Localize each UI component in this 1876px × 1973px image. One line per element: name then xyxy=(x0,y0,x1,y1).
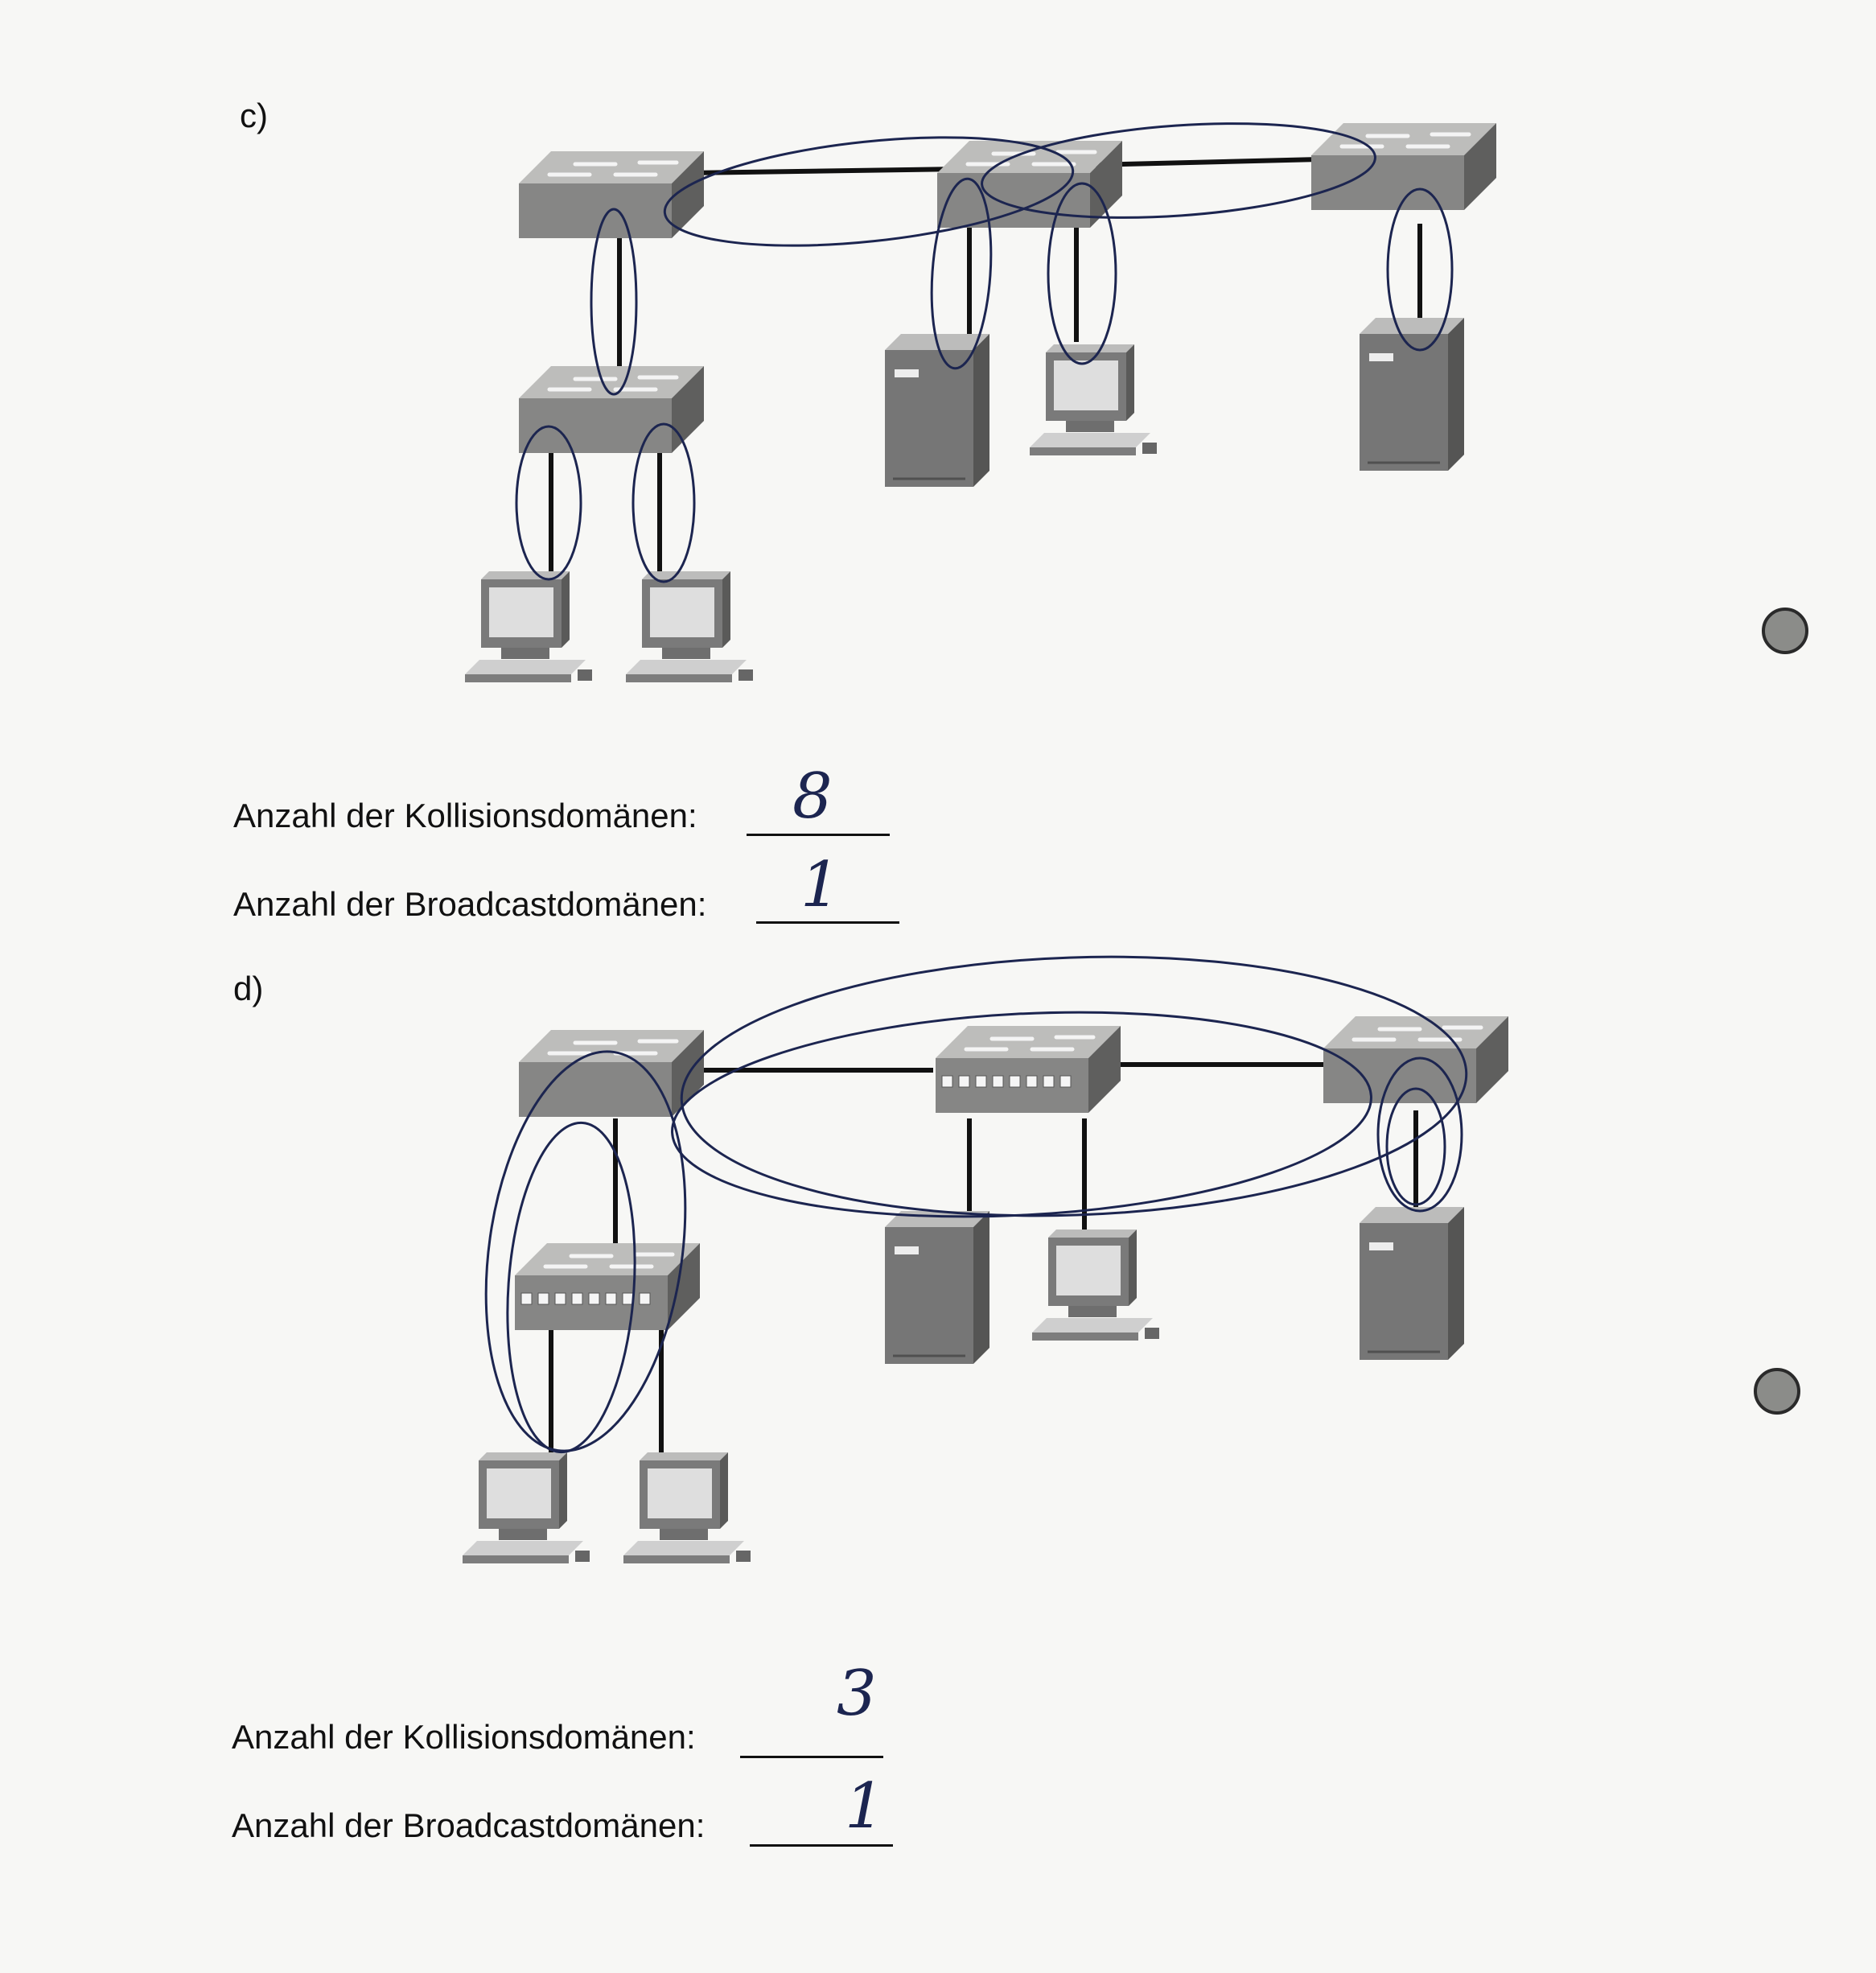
broadcast-answer-line-c xyxy=(756,921,899,924)
punch-hole-icon xyxy=(1762,608,1808,654)
workstation-icon xyxy=(463,1452,590,1563)
links-d xyxy=(549,1062,1418,1456)
hub-icon xyxy=(936,1026,1121,1113)
kollision-answer-c: 8 xyxy=(792,760,833,833)
kollision-answer-line-c xyxy=(747,834,890,836)
server-icon xyxy=(1358,1205,1466,1361)
section-label-c: c) xyxy=(240,97,268,134)
server-icon xyxy=(883,1209,991,1365)
workstation-icon xyxy=(1032,1230,1159,1341)
broadcast-answer-line-d xyxy=(750,1844,893,1847)
broadcast-label-d: Anzahl der Broadcastdomänen: xyxy=(232,1806,706,1844)
pen-circles-d xyxy=(484,955,1468,1454)
switch-icon xyxy=(519,366,704,453)
server-icon xyxy=(883,332,991,488)
workstation-icon xyxy=(465,571,592,682)
kollision-answer-d: 3 xyxy=(837,1658,877,1730)
diagram-d xyxy=(463,955,1508,1563)
workstation-icon xyxy=(1030,344,1157,455)
broadcast-label-c: Anzahl der Broadcastdomänen: xyxy=(233,885,707,923)
switch-icon xyxy=(1311,123,1496,210)
server-icon xyxy=(1358,316,1466,472)
kollision-label-c: Anzahl der Kollisionsdomänen: xyxy=(233,797,697,834)
switch-icon xyxy=(937,141,1122,228)
hub-icon xyxy=(515,1243,700,1330)
kollision-label-d: Anzahl der Kollisionsdomänen: xyxy=(232,1718,696,1756)
punch-hole-icon xyxy=(1754,1368,1800,1415)
workstation-icon xyxy=(623,1452,751,1563)
broadcast-answer-d: 1 xyxy=(845,1770,885,1843)
pen-circles-c xyxy=(515,122,1454,583)
broadcast-answer-c: 1 xyxy=(800,849,841,921)
kollision-answer-line-d xyxy=(740,1756,883,1758)
workstation-icon xyxy=(626,571,753,682)
diagram-c xyxy=(465,112,1496,682)
switch-icon xyxy=(1323,1016,1508,1103)
switch-icon xyxy=(519,1030,704,1117)
section-label-d: d) xyxy=(233,970,264,1007)
links-c xyxy=(549,157,1422,575)
